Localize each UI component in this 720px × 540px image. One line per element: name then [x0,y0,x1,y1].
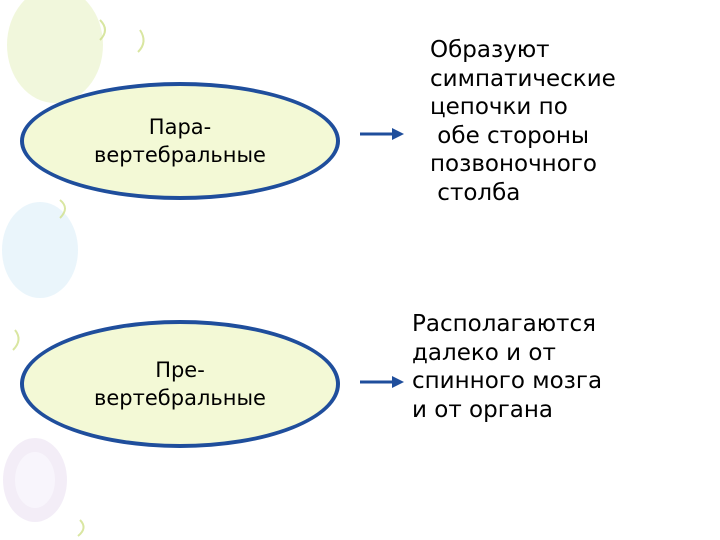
balloon-decoration [2,0,103,522]
prevertebral-ellipse: Пре- вертебральные [20,320,340,448]
prevertebral-description: Располагаются далеко и от спинного мозга… [412,311,603,423]
paravertebral-description: Образуют симпатические цепочки по обе ст… [430,37,616,206]
right-arrow-icon [360,376,404,388]
prevertebral-label: Пре- вертебральные [94,358,266,410]
paravertebral-ellipse: Пара- вертебральные [20,82,340,200]
right-arrow-icon [360,128,404,140]
paravertebral-label: Пара- вертебральные [94,115,266,167]
